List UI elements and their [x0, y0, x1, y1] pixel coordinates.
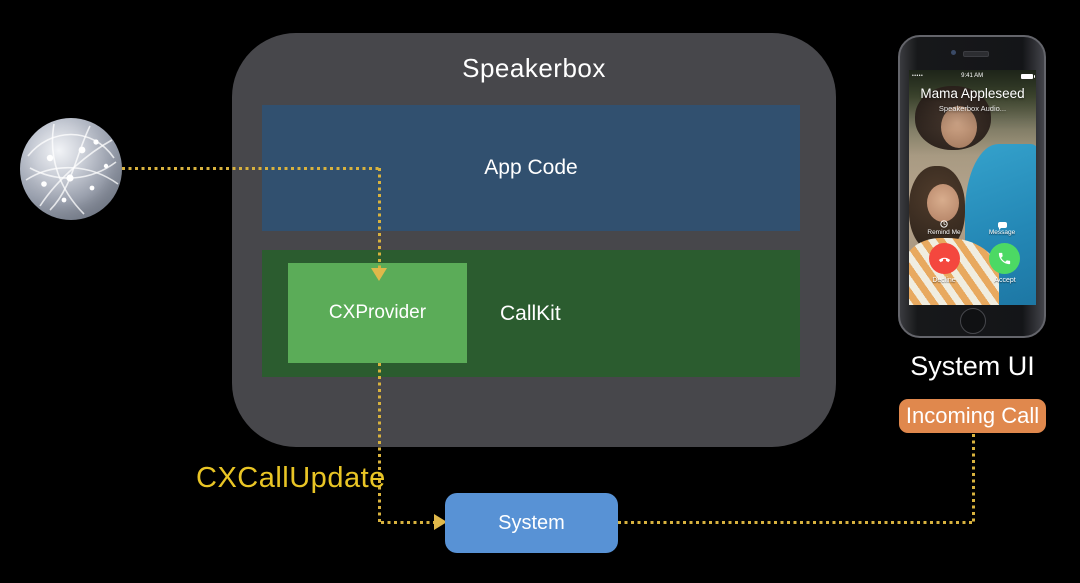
status-time: 9:41 AM	[961, 73, 984, 79]
accept-label: Accept	[994, 277, 1016, 284]
callkit-label: CallKit	[500, 301, 561, 325]
network-globe-icon	[20, 118, 122, 220]
speakerbox-container	[232, 33, 836, 447]
arrowhead-right-icon	[434, 514, 447, 530]
photo-top-shade	[909, 70, 1036, 130]
clock-icon	[919, 219, 969, 228]
caller-service: Speakerbox Audio...	[938, 104, 1007, 113]
connector-bend-to-cxprovider	[378, 168, 381, 268]
connector-system-to-right	[618, 521, 974, 524]
home-button[interactable]	[960, 308, 986, 334]
speakerbox-title: Speakerbox	[462, 53, 606, 83]
caller-name: Mama Appleseed	[920, 86, 1025, 101]
front-camera-icon	[951, 50, 956, 55]
decline-button[interactable]	[929, 243, 960, 274]
message-bubble-icon	[977, 219, 1027, 230]
caller-photo-child-face	[927, 184, 959, 222]
app-code-label: App Code	[484, 156, 578, 179]
incoming-call-screen: ••••• 9:41 AM Mama Appleseed Speakerbox …	[909, 70, 1036, 305]
signal-dots-icon: •••••	[912, 73, 924, 79]
iphone-mockup: ••••• 9:41 AM Mama Appleseed Speakerbox …	[898, 35, 1046, 338]
message-action[interactable]: Message	[977, 219, 1027, 236]
cxcallupdate-label: CXCallUpdate	[196, 462, 386, 494]
connector-up-to-incoming-call	[972, 434, 975, 522]
remind-me-label: Remind Me	[927, 229, 961, 236]
arrowhead-down-icon	[371, 268, 387, 281]
system-box: System	[445, 493, 618, 553]
decline-handset-icon	[938, 257, 951, 263]
incoming-call-label: Incoming Call	[905, 403, 1040, 428]
connector-bend-to-system	[381, 521, 434, 524]
incoming-call-badge: Incoming Call	[899, 399, 1046, 433]
cxprovider-label: CXProvider	[328, 302, 427, 323]
connector-cxprovider-down	[378, 363, 381, 522]
system-ui-label: System UI	[910, 351, 1035, 381]
connector-globe-to-bend	[122, 167, 380, 170]
remind-me-action[interactable]: Remind Me	[919, 219, 969, 236]
status-bar: ••••• 9:41 AM	[912, 72, 1035, 80]
caller-photo-face	[941, 106, 977, 148]
message-label: Message	[988, 229, 1016, 236]
decline-label: Decline	[932, 277, 956, 284]
system-label: System	[498, 511, 565, 534]
accept-handset-icon	[998, 252, 1011, 265]
earpiece-speaker	[963, 51, 989, 57]
battery-icon	[1021, 73, 1035, 79]
accept-button[interactable]	[989, 243, 1020, 274]
globe-network-arcs	[25, 123, 119, 215]
